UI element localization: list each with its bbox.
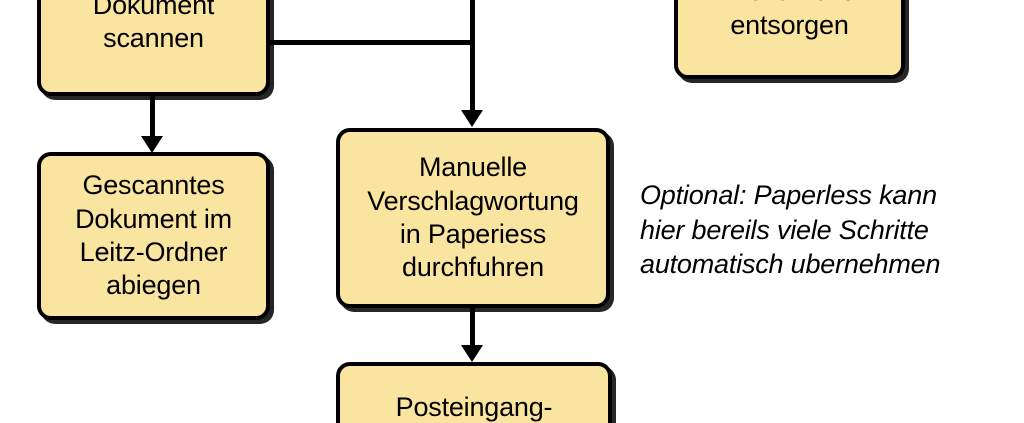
node-label-posteingang-tag-entfernen: Posteingang- Tag entfernen: [395, 391, 553, 422]
arrowhead-into-verschlagwortung: [461, 110, 483, 127]
node-dokument-entsorgen[interactable]: Dokument entsorgen: [674, 0, 905, 79]
connector-incoming-top-branch: [470, 0, 475, 110]
node-manuelle-verschlagwortung[interactable]: Manuelle Verschlagwortung in Paperiess d…: [336, 128, 610, 308]
annotation-optional-note: Optional: Paperless kann hier bereils vi…: [640, 180, 941, 280]
node-posteingang-tag-entfernen[interactable]: Posteingang- Tag entfernen: [336, 362, 612, 423]
arrowhead-into-ablegen: [141, 136, 163, 153]
connector-verschlagwortung-to-posteingang: [470, 308, 475, 346]
connector-scannen-to-verschlagwortung-horizontal: [269, 40, 475, 45]
arrowhead-into-posteingang: [461, 345, 483, 362]
node-label-gescanntes-dokument-ablegen: Gescanntes Dokument im Leitz-Ordner abie…: [75, 170, 232, 301]
node-label-dokument-scannen: Dokument scannen: [92, 0, 215, 53]
node-dokument-scannen[interactable]: Dokument scannen: [37, 0, 270, 96]
node-label-dokument-entsorgen: Dokument entsorgen: [729, 0, 851, 40]
node-gescanntes-dokument-ablegen[interactable]: Gescanntes Dokument im Leitz-Ordner abie…: [37, 152, 270, 320]
node-label-manuelle-verschlagwortung: Manuelle Verschlagwortung in Paperiess d…: [367, 152, 579, 283]
connector-scannen-to-ablegen: [150, 94, 155, 138]
